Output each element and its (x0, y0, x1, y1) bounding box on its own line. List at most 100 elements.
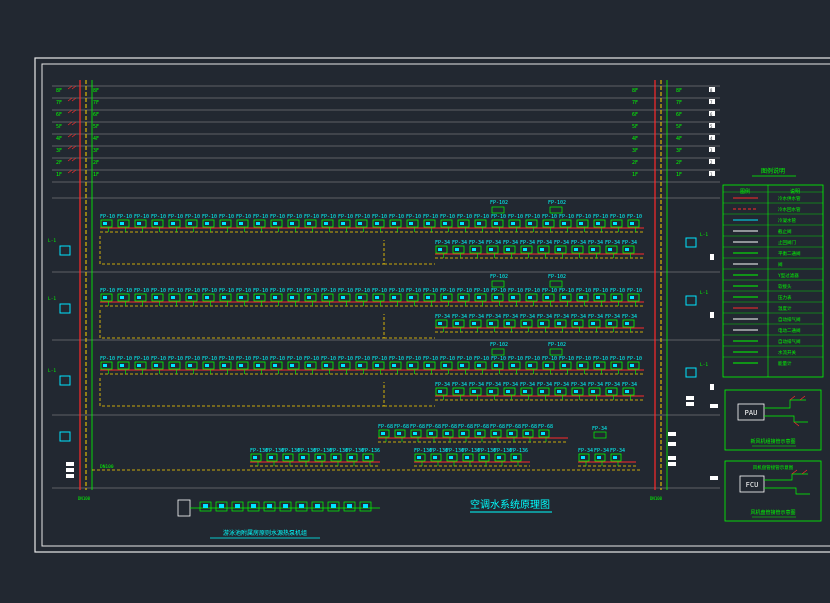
unit-coil (426, 296, 430, 299)
unit-tag: FP-10 (508, 356, 523, 362)
riser-equipment-right (685, 237, 697, 248)
fan-coil-unit (542, 361, 555, 370)
unit-coil (443, 364, 447, 367)
unit-coil (301, 456, 305, 459)
fan-coil-unit (610, 361, 623, 370)
fan-coil-unit (378, 429, 390, 438)
fan-coil-unit (588, 245, 601, 254)
valve-mark (67, 133, 77, 138)
valve-mark (67, 109, 77, 114)
unit-coil (455, 248, 459, 251)
unit-tag: FP-10 (185, 214, 200, 220)
unit-tag: FP-10 (559, 288, 574, 294)
fcu-detail: 风机盘管接管示意图 FCU 风机盘管接管示意图 (724, 460, 822, 522)
fan-coil-unit (100, 219, 113, 228)
unit-coil (455, 322, 459, 325)
fan-coil-unit (236, 293, 249, 302)
floor-label-left-2: 2F (93, 160, 99, 166)
strip-unit (263, 501, 276, 512)
unit-tag: FP-10 (219, 356, 234, 362)
fan-coil-unit (554, 319, 567, 328)
unit-tag: FP-10 (287, 214, 302, 220)
unit-coil (438, 248, 442, 251)
unit-coil (256, 296, 260, 299)
unit-coil (562, 222, 566, 225)
floor-marker (709, 111, 715, 116)
fan-coil-unit (508, 361, 521, 370)
unit-tag: FP-34 (452, 314, 467, 320)
fan-coil-unit (571, 387, 584, 396)
riser-equipment-right (685, 367, 697, 378)
unit-coil (409, 296, 413, 299)
fan-coil-unit (100, 293, 113, 302)
strip-unit (247, 501, 260, 512)
equipment-marker (66, 462, 74, 466)
floor-marker (709, 135, 715, 140)
fan-coil-unit (117, 219, 130, 228)
equipment-marker (686, 402, 694, 406)
fan-coil-unit (605, 319, 618, 328)
unit-coil (205, 364, 209, 367)
unit-coil (188, 222, 192, 225)
unit-coil (239, 296, 243, 299)
floor-label-right: 8F (632, 88, 638, 94)
fan-coil-unit (338, 219, 351, 228)
legend-table: 图例说明 图例 说明 冷水供水管冷水回水管冷凝水管截止阀止回阀门平衡二通阀阀Y型… (722, 167, 824, 378)
return-loop (99, 236, 385, 265)
drawing-outer-frame (34, 57, 830, 553)
fan-coil-unit (542, 293, 555, 302)
unit-tag: FP-136 (346, 448, 364, 454)
unit-tag: FP-10 (610, 214, 625, 220)
unit-tag: FP-10 (423, 356, 438, 362)
fan-coil-unit (117, 361, 130, 370)
unit-coil (375, 222, 379, 225)
fan-coil-unit (554, 245, 567, 254)
legend-text: 温度计 (778, 305, 792, 312)
equipment-marker (668, 442, 676, 446)
fan-coil-unit (338, 361, 351, 370)
fan-coil-unit (435, 319, 448, 328)
unit-tag: FP-68 (506, 424, 521, 430)
unit-tag: FP-10 (423, 288, 438, 294)
unit-tag: FP-10 (321, 356, 336, 362)
fan-coil-unit-lower (593, 431, 607, 439)
unit-coil (341, 296, 345, 299)
fan-coil-unit (486, 387, 499, 396)
pump-symbol (177, 499, 191, 517)
unit-coil (574, 322, 578, 325)
unit-tag: FP-10 (610, 356, 625, 362)
fan-coil-unit (571, 319, 584, 328)
fan-coil-unit-small (549, 206, 563, 214)
unit-tag: FP-10 (253, 356, 268, 362)
fan-coil-unit (520, 387, 533, 396)
unit-coil (273, 296, 277, 299)
unit-tag: FP-136 (250, 448, 268, 454)
unit-coil (472, 390, 476, 393)
equipment-marker (710, 404, 718, 408)
unit-tag: FP-34 (554, 314, 569, 320)
unit-coil (222, 222, 226, 225)
unit-tag: FP-10 (440, 356, 455, 362)
unit-tag: FP-34 (571, 382, 586, 388)
unit-coil (523, 248, 527, 251)
unit-coil (477, 296, 481, 299)
unit-coil (290, 296, 294, 299)
unit-tag: FP-68 (378, 424, 393, 430)
unit-coil (290, 364, 294, 367)
unit-coil (511, 296, 515, 299)
fan-coil-unit (100, 361, 113, 370)
strip-unit-coil (347, 504, 352, 508)
fan-coil-unit (491, 361, 504, 370)
equipment-marker (668, 456, 676, 460)
fan-coil-unit (426, 429, 438, 438)
unit-coil (540, 322, 544, 325)
fan-coil-unit (355, 293, 368, 302)
riser-equipment (59, 245, 71, 256)
unit-coil (137, 222, 141, 225)
unit-tag: FP-68 (410, 424, 425, 430)
legend-text: 止回阀门 (778, 239, 796, 246)
floor-label-right: 1F (632, 172, 638, 178)
